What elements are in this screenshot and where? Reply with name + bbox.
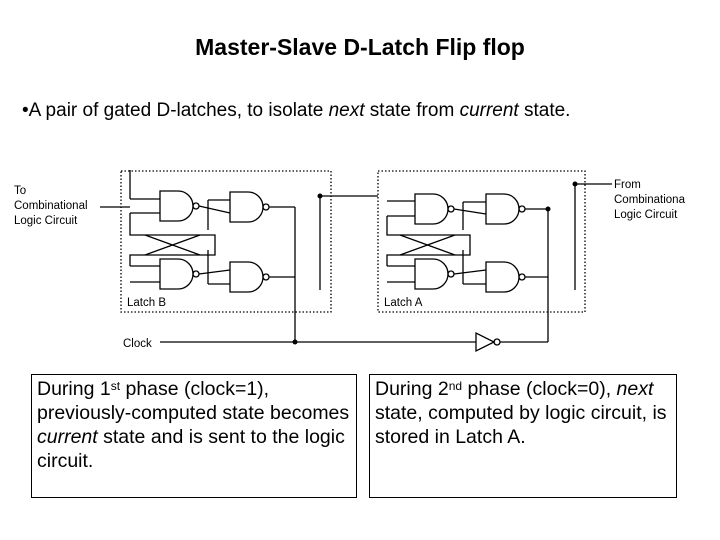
note-1-sup: st	[110, 379, 121, 393]
latch-a-gate-3	[485, 193, 520, 225]
note-1-text-2: phase (clock=1), previously-computed sta…	[37, 378, 350, 424]
latch-b-label: Latch B	[127, 297, 166, 309]
bullet-text-3: state.	[518, 100, 571, 121]
note-box-phase-2: During 2nd phase (clock=0), next state, …	[369, 374, 677, 498]
flip-flop-diagram: To Combinational Logic Circuit From Comb…	[14, 170, 686, 353]
note-box-phase-1: During 1st phase (clock=1), previously-c…	[31, 374, 357, 498]
note-1-em: current	[37, 426, 98, 448]
right-label-line-3: Logic Circuit	[614, 209, 678, 221]
note-2-text-1: During 2	[375, 378, 449, 400]
clock-inverter	[475, 331, 496, 353]
latch-a-box	[377, 170, 586, 313]
clock-label: Clock	[123, 338, 152, 350]
note-2-sup: nd	[448, 379, 463, 393]
bullet-text-2: state from	[364, 100, 460, 121]
latch-b-box	[120, 170, 332, 313]
right-label-line-2: Combinationa	[614, 194, 686, 206]
bullet-text-1: A pair of gated D-latches, to isolate	[28, 100, 329, 121]
bullet-point: •A pair of gated D-latches, to isolate n…	[22, 100, 570, 122]
bullet-em-next: next	[328, 100, 365, 121]
left-label-line-2: Combinational	[14, 200, 88, 212]
note-2-em: next	[616, 378, 654, 400]
bullet-marker: •	[22, 100, 29, 121]
right-label-line-1: From	[614, 179, 641, 191]
bullet-em-current: current	[459, 100, 519, 121]
slide-title: Master-Slave D-Latch Flip flop	[195, 34, 525, 60]
left-label-line-3: Logic Circuit	[14, 215, 78, 227]
note-2-text-2: phase (clock=0),	[462, 378, 617, 400]
latch-b-gate-1	[159, 190, 194, 222]
note-2-text-3: state, computed by logic circuit, is sto…	[375, 402, 667, 448]
latch-a-gate-1	[414, 193, 449, 225]
left-label-line-1: To	[14, 185, 26, 197]
note-1-text-3: state and is sent to the logic circuit.	[37, 426, 345, 472]
note-1-text-1: During 1	[37, 378, 111, 400]
latch-a-label: Latch A	[384, 297, 423, 309]
latch-b-gate-2	[159, 258, 194, 290]
latch-b-gate-4	[229, 261, 264, 293]
latch-a-gate-4	[485, 261, 520, 293]
latch-b-gate-3	[229, 191, 264, 223]
latch-a-gate-2	[414, 258, 449, 290]
